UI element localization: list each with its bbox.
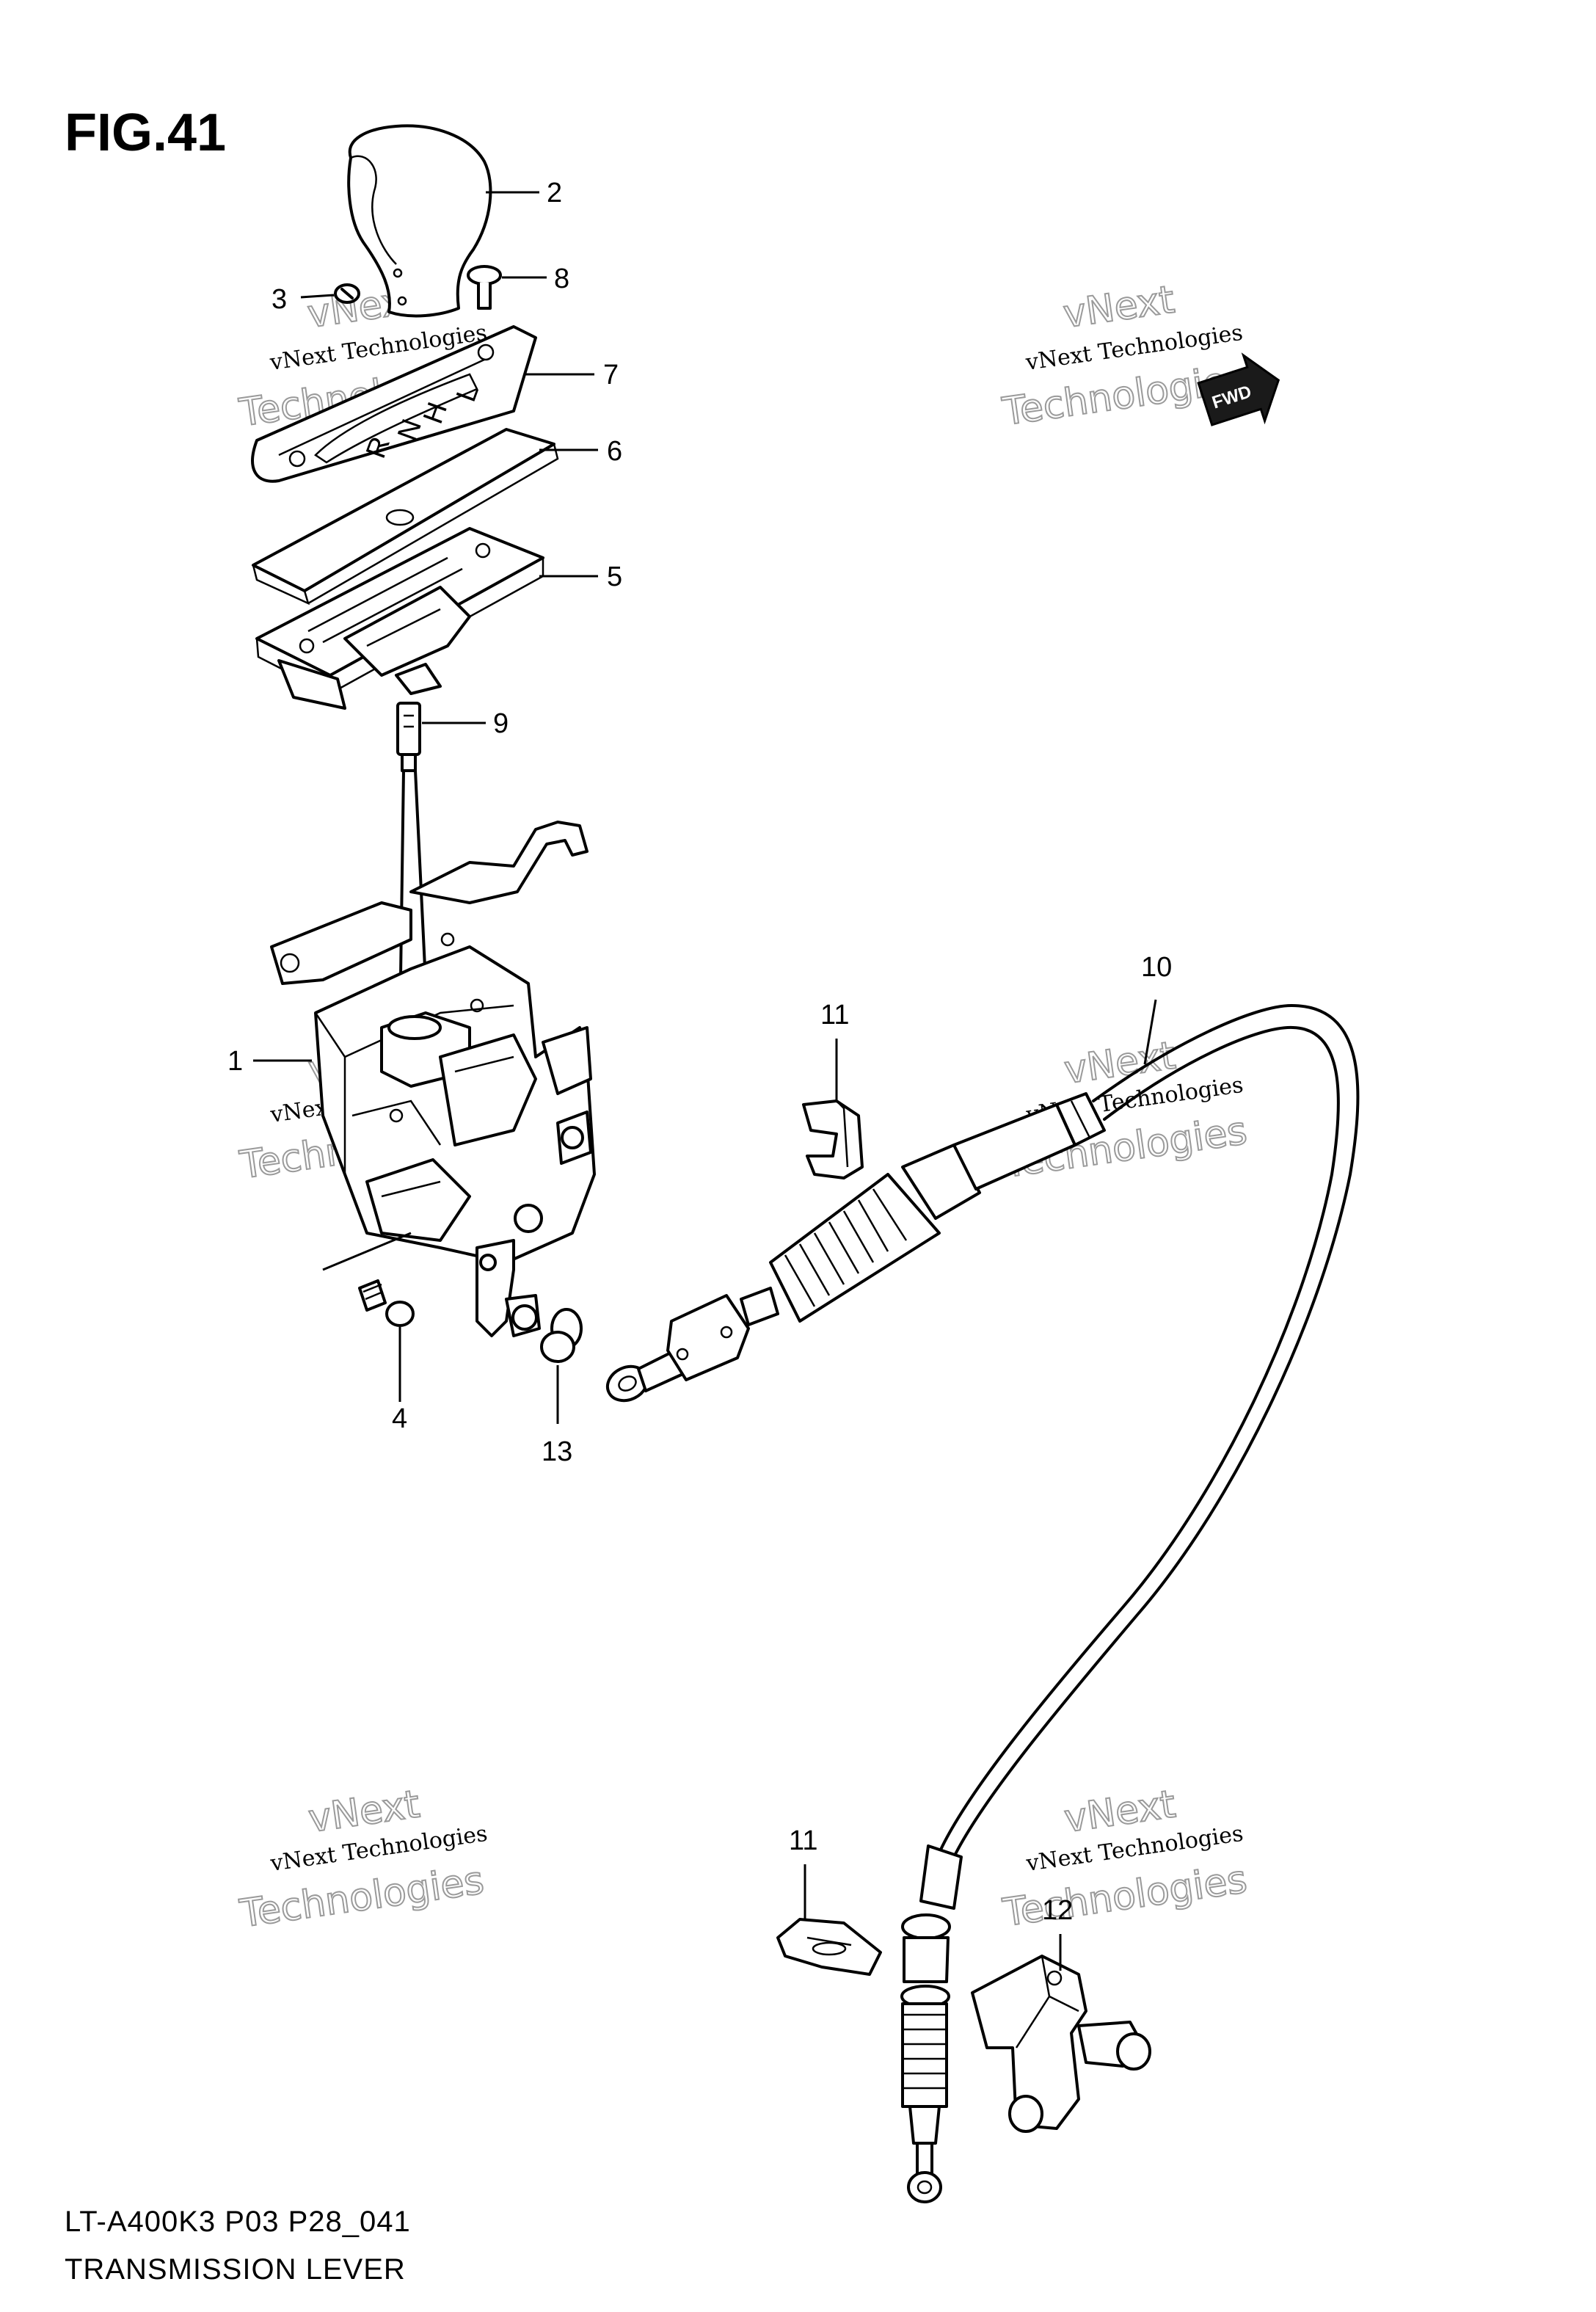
callout-2: 2 [547,178,562,208]
callout-12: 12 [1042,1895,1073,1926]
callout-11-lower: 11 [789,1825,817,1856]
callout-11-upper: 11 [820,1000,849,1030]
part-4-bolt [322,1232,415,1327]
callout-13: 13 [542,1436,572,1467]
callout-10: 10 [1141,952,1172,983]
callout-9: 9 [493,708,509,739]
callout-4: 4 [392,1403,407,1434]
part-10-control-cable [605,1004,1360,2203]
part-1-lever-assembly [270,821,596,1337]
part-8-bolt [467,265,502,310]
callout-7: 7 [603,360,619,390]
figure-title: FIG.41 [65,103,226,162]
part-11-clip-upper [802,1099,864,1179]
leader-3 [300,294,335,299]
forward-arrow-icon: FWD [1197,352,1280,426]
callout-3: 3 [272,284,287,315]
part-7-shift-gate-plate: L H N R [251,325,537,483]
watermark-bottom-right: vNext vNext Technologies Technologies [999,1781,1250,1935]
part-2-shift-knob [347,124,492,318]
watermark-bottom-left: vNext vNext Technologies Technologies [236,1781,489,1937]
part-11-clip-lower [776,1918,882,1976]
part-5-lever-guide [255,527,544,710]
callout-6: 6 [607,436,622,467]
leader-10 [1143,999,1157,1065]
svg-text:vNext: vNext [1060,277,1177,337]
callout-8: 8 [554,263,569,294]
part-3-screw [334,283,360,304]
footer-part-name: TRANSMISSION LEVER [65,2253,406,2286]
part-12-cable-bracket [971,1955,1151,2133]
callout-1: 1 [227,1046,243,1077]
callout-5: 5 [607,561,622,592]
part-13-bushing [540,1308,583,1363]
footer-model-code: LT-A400K3 P03 P28_041 [65,2206,411,2238]
